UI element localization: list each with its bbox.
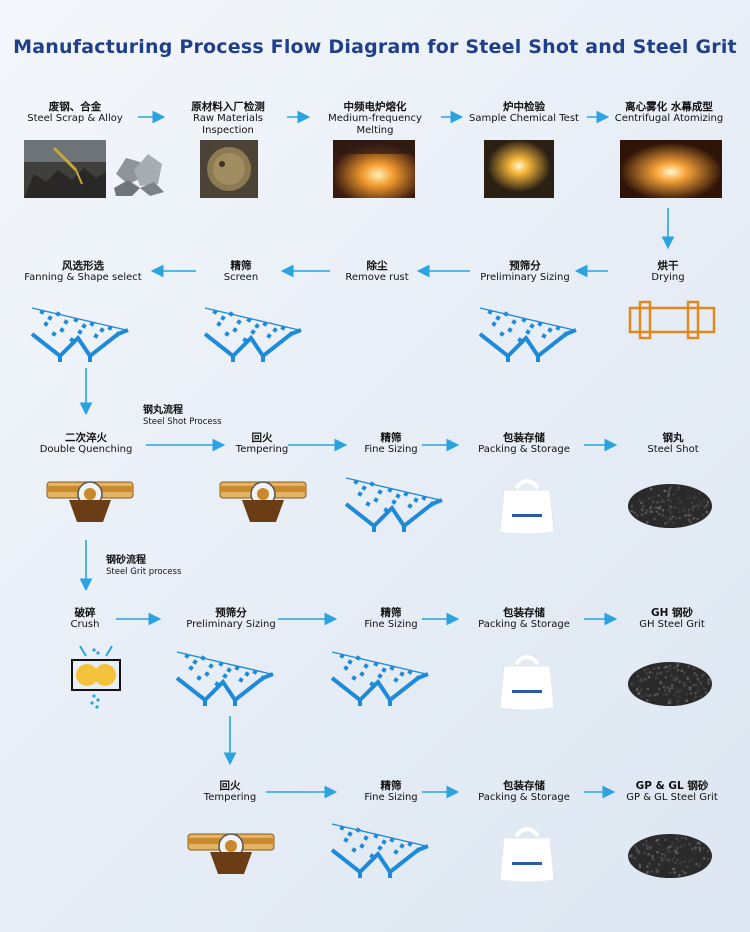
atomizing-photo [620,140,722,198]
steel-shot-pile-image [628,484,712,528]
dryer-illustration [628,300,716,340]
grit-fine-sizing-illustration [330,651,429,706]
grit-tempering-roller-illustration [187,833,275,874]
gp-gl-steel-grit-pile-image [628,834,712,878]
preliminary-sizing-screen-illustration [478,307,577,362]
crusher-illustration [71,645,121,709]
grit-preliminary-sizing-illustration [175,651,274,706]
grit-final-packing-bag-icon [499,827,555,883]
gh-steel-grit-pile-image [628,662,712,706]
furnace-melting-photo [333,140,415,198]
fine-sizing-screen-illustration [344,477,443,532]
screen-illustration [203,307,302,362]
tempering-roller-illustration [219,481,307,522]
alloy-lumps-photo [114,154,164,196]
fanning-screen-illustration [30,307,129,362]
grit-final-fine-sizing-illustration [330,823,429,878]
raw-material-sample-photo [200,140,258,198]
diagram-title: Manufacturing Process Flow Diagram for S… [13,36,737,58]
scrap-yard-photo [24,140,106,198]
chemical-test-photo [484,140,554,198]
quenching-roller-illustration [46,481,134,522]
grit-packing-bag-icon [499,655,555,711]
packing-bag-icon [499,479,555,535]
